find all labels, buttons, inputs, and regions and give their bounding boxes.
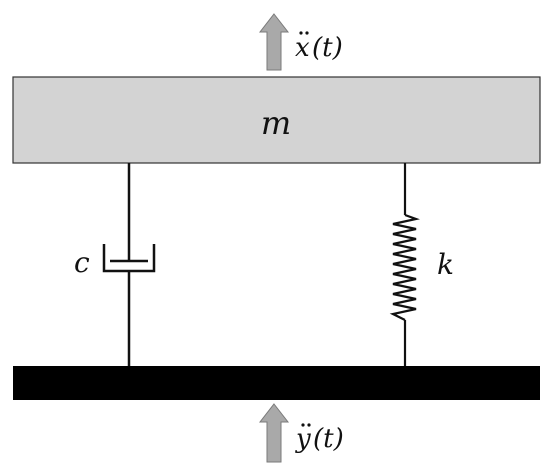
bottom-accel-dot-left — [301, 423, 305, 427]
top-accel-variable: x — [295, 33, 310, 63]
top-accel-dot-left — [299, 31, 303, 35]
bottom-accel-dot-right — [307, 423, 311, 427]
bottom-accel-variable: y — [295, 424, 311, 454]
bottom-arrow-icon — [258, 403, 290, 463]
spring — [389, 163, 420, 366]
top-arrow-icon — [258, 13, 290, 71]
spring-label: k — [437, 248, 454, 281]
bottom-acceleration-arrow — [258, 403, 290, 463]
top-accel-dot-right — [305, 31, 309, 35]
top-acceleration-arrow — [258, 13, 290, 71]
damper-label: c — [74, 246, 90, 279]
bottom-acceleration-label: y (t) — [295, 423, 344, 454]
top-acceleration-label: x (t) — [295, 31, 343, 63]
mass-label: m — [261, 104, 291, 142]
mass-block — [12, 76, 541, 164]
spring-coil — [389, 213, 420, 321]
bottom-accel-argument: (t) — [313, 424, 344, 454]
damper — [102, 163, 156, 366]
top-accel-argument: (t) — [312, 33, 343, 63]
ground-base — [13, 366, 540, 400]
